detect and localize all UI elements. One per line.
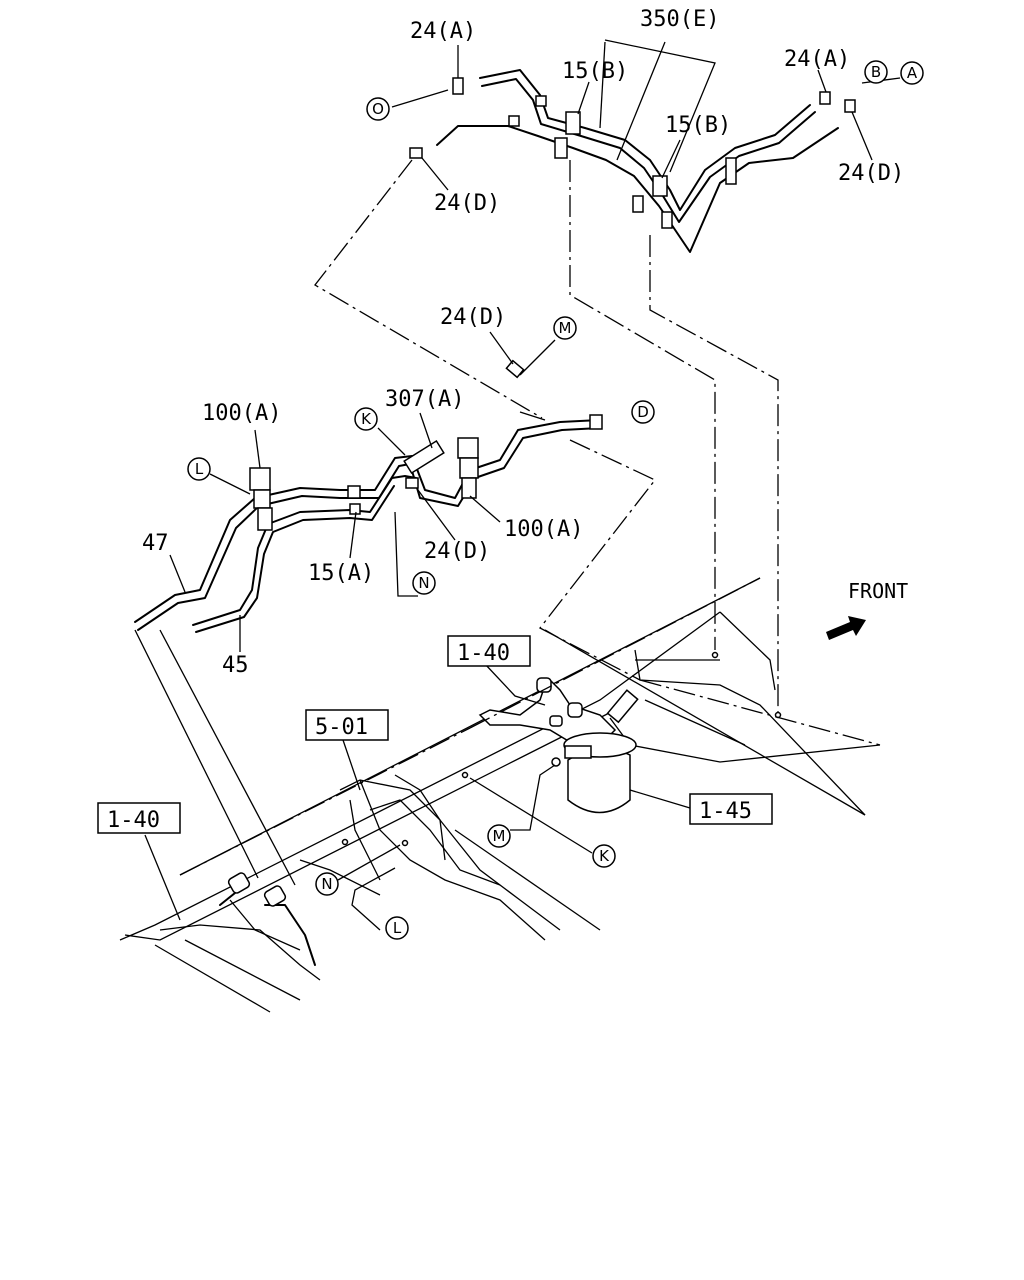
label-15b-right: 15(B) <box>665 113 731 138</box>
circle-m-top: M <box>559 319 572 337</box>
label-47: 47 <box>142 531 169 556</box>
reference-lines <box>179 159 881 876</box>
cap-24d-lower <box>405 477 419 489</box>
label-24d-upper: 24(D) <box>434 191 500 216</box>
reference-boxes: 1-40 5-01 1-40 1-45 <box>97 635 773 834</box>
ref-box-5-01 <box>305 709 389 741</box>
fitting-upper-2 <box>535 95 547 107</box>
label-24a-top: 24(A) <box>410 19 476 44</box>
clamp-15a <box>347 485 361 499</box>
circle-k-top: K <box>361 410 372 428</box>
ref-1-40-upper: 1-40 <box>457 641 510 666</box>
ref-5-01: 5-01 <box>315 715 368 740</box>
label-24d-right: 24(D) <box>838 161 904 186</box>
frame-hose-connectors <box>219 872 316 966</box>
clamp-upper-4 <box>725 157 737 185</box>
label-24d-lower: 24(D) <box>424 539 490 564</box>
front-arrow-icon <box>826 616 866 640</box>
label-100a-right: 100(A) <box>504 517 583 542</box>
cap-24a-right <box>819 91 831 105</box>
ref-box-1-40-upper <box>447 635 531 667</box>
label-24a-right: 24(A) <box>784 47 850 72</box>
fitting-upper-1 <box>508 115 520 127</box>
lower-pipe-assembly <box>134 359 603 633</box>
clamp-upper-2 <box>632 195 644 213</box>
fuel-filter-assembly <box>478 677 639 814</box>
circle-l-top: L <box>195 460 204 478</box>
cap-24d-upper <box>409 147 423 159</box>
cap-end-d <box>589 414 603 430</box>
clamp-15b-left <box>565 111 581 135</box>
upper-pipe-assembly <box>409 69 856 253</box>
circle-o: O <box>372 100 384 118</box>
circle-k-bottom: K <box>599 847 610 865</box>
label-350e: 350(E) <box>640 7 719 32</box>
circle-n-top: N <box>418 574 429 592</box>
label-24d-mid: 24(D) <box>440 305 506 330</box>
circled-letters: O B A M K D L N M K N L <box>187 60 924 940</box>
circle-l-bottom: L <box>393 919 402 937</box>
circle-d: D <box>637 403 649 421</box>
circle-a: A <box>907 64 918 82</box>
part-labels: 24(A) 350(E) 15(B) 24(A) 15(B) 24(D) 24(… <box>142 7 904 678</box>
cap-24d-mid <box>505 359 525 379</box>
cap-24a-top <box>452 77 464 95</box>
circle-n-bottom: N <box>321 875 332 893</box>
hose-307a <box>403 439 445 475</box>
clip-100a-left <box>249 467 273 531</box>
ref-1-40-lower: 1-40 <box>107 808 160 833</box>
ref-box-1-45 <box>689 793 773 825</box>
ref-box-1-40-lower <box>97 802 181 834</box>
clamp-upper-1 <box>554 137 568 159</box>
label-45: 45 <box>222 653 249 678</box>
ref-1-45: 1-45 <box>699 799 752 824</box>
clamp-lower-1 <box>349 503 361 515</box>
clamp-upper-3 <box>661 211 673 229</box>
label-307a: 307(A) <box>385 387 464 412</box>
circle-m-bottom: M <box>493 827 506 845</box>
label-15b-left: 15(B) <box>562 59 628 84</box>
leader-lines <box>134 39 901 931</box>
front-label: FRONT <box>848 579 908 603</box>
circle-b: B <box>871 63 881 81</box>
cap-24d-right <box>844 99 856 113</box>
clamp-15b-right <box>652 175 668 197</box>
front-indicator: FRONT <box>826 579 908 640</box>
clip-100a-right <box>457 437 479 499</box>
label-100a-left: 100(A) <box>202 401 281 426</box>
label-15a: 15(A) <box>308 561 374 586</box>
